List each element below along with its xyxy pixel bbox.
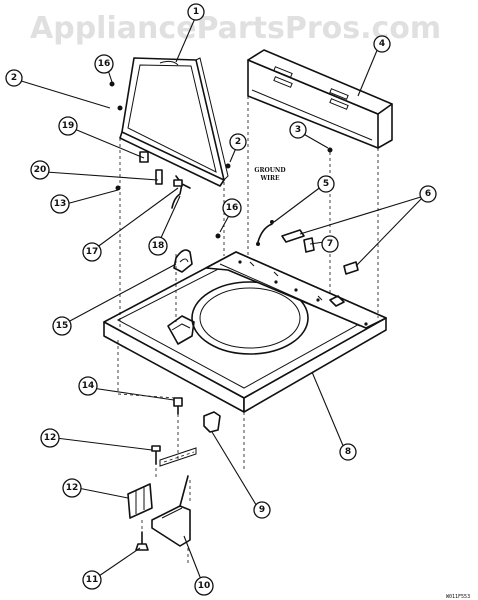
callout-16-top: 16 [94,54,114,74]
svg-text:10: 10 [198,581,211,591]
svg-text:7: 7 [327,239,333,249]
svg-text:13: 13 [54,199,67,209]
svg-text:6: 6 [425,189,431,199]
svg-text:12: 12 [66,483,79,493]
svg-text:5: 5 [323,179,329,189]
watermark: AppliancePartsPros.com [30,11,441,46]
callout-11: 11 [82,570,102,590]
hinge-hardware [109,81,333,239]
top-panel-part [103,251,387,413]
callout-18: 18 [148,236,168,256]
callout-19: 19 [58,116,78,136]
svg-text:11: 11 [86,575,99,585]
callout-2-left: 2 [5,69,23,87]
hinge-bracket-part [173,249,193,273]
callout-1: 1 [187,3,205,21]
callout-16-mid: 16 [222,198,242,218]
hinge-plate-part [127,483,153,519]
svg-text:9: 9 [259,505,265,515]
callout-9: 9 [253,501,271,519]
svg-text:3: 3 [295,125,301,135]
svg-text:20: 20 [34,165,47,175]
lid-part [119,57,229,187]
labels-part [281,229,359,275]
svg-text:17: 17 [86,247,99,257]
svg-text:1: 1 [193,7,199,17]
backsplash-part [247,49,393,149]
callout-4: 4 [373,35,391,53]
svg-text:18: 18 [152,241,165,251]
callout-12-lower: 12 [62,478,82,498]
fastener-14 [173,397,183,415]
svg-text:2: 2 [11,73,17,83]
callout-6: 6 [419,185,437,203]
callout-5: 5 [317,175,335,193]
svg-text:14: 14 [82,381,95,391]
ground-wire-part [256,220,274,246]
callout-20: 20 [30,160,50,180]
clip-part [203,411,221,433]
callout-7: 7 [321,235,339,253]
ground-wire-label-line1: GROUND [254,167,285,174]
callout-13: 13 [50,194,70,214]
assembly-dashed-lines [117,96,379,566]
svg-text:16: 16 [226,203,239,213]
ground-wire-note: GROUND WIRE [254,167,285,182]
callout-2-right: 2 [229,133,247,151]
callout-3: 3 [289,121,307,139]
callout-15: 15 [52,316,72,336]
callout-10: 10 [194,576,214,596]
callout-14: 14 [78,376,98,396]
svg-text:4: 4 [379,39,385,49]
callout-17: 17 [82,242,102,262]
svg-text:16: 16 [98,59,111,69]
ground-wire-label-line2: WIRE [259,175,280,182]
svg-text:19: 19 [62,121,75,131]
diagram-code: W011F553 [446,594,470,600]
callout-8: 8 [339,443,357,461]
svg-text:2: 2 [235,137,241,147]
svg-text:15: 15 [56,321,69,331]
svg-text:8: 8 [345,447,351,457]
clip-part-7 [303,237,315,253]
lower-bracket-part [151,475,191,547]
svg-text:12: 12 [44,433,57,443]
callout-12-upper: 12 [40,428,60,448]
